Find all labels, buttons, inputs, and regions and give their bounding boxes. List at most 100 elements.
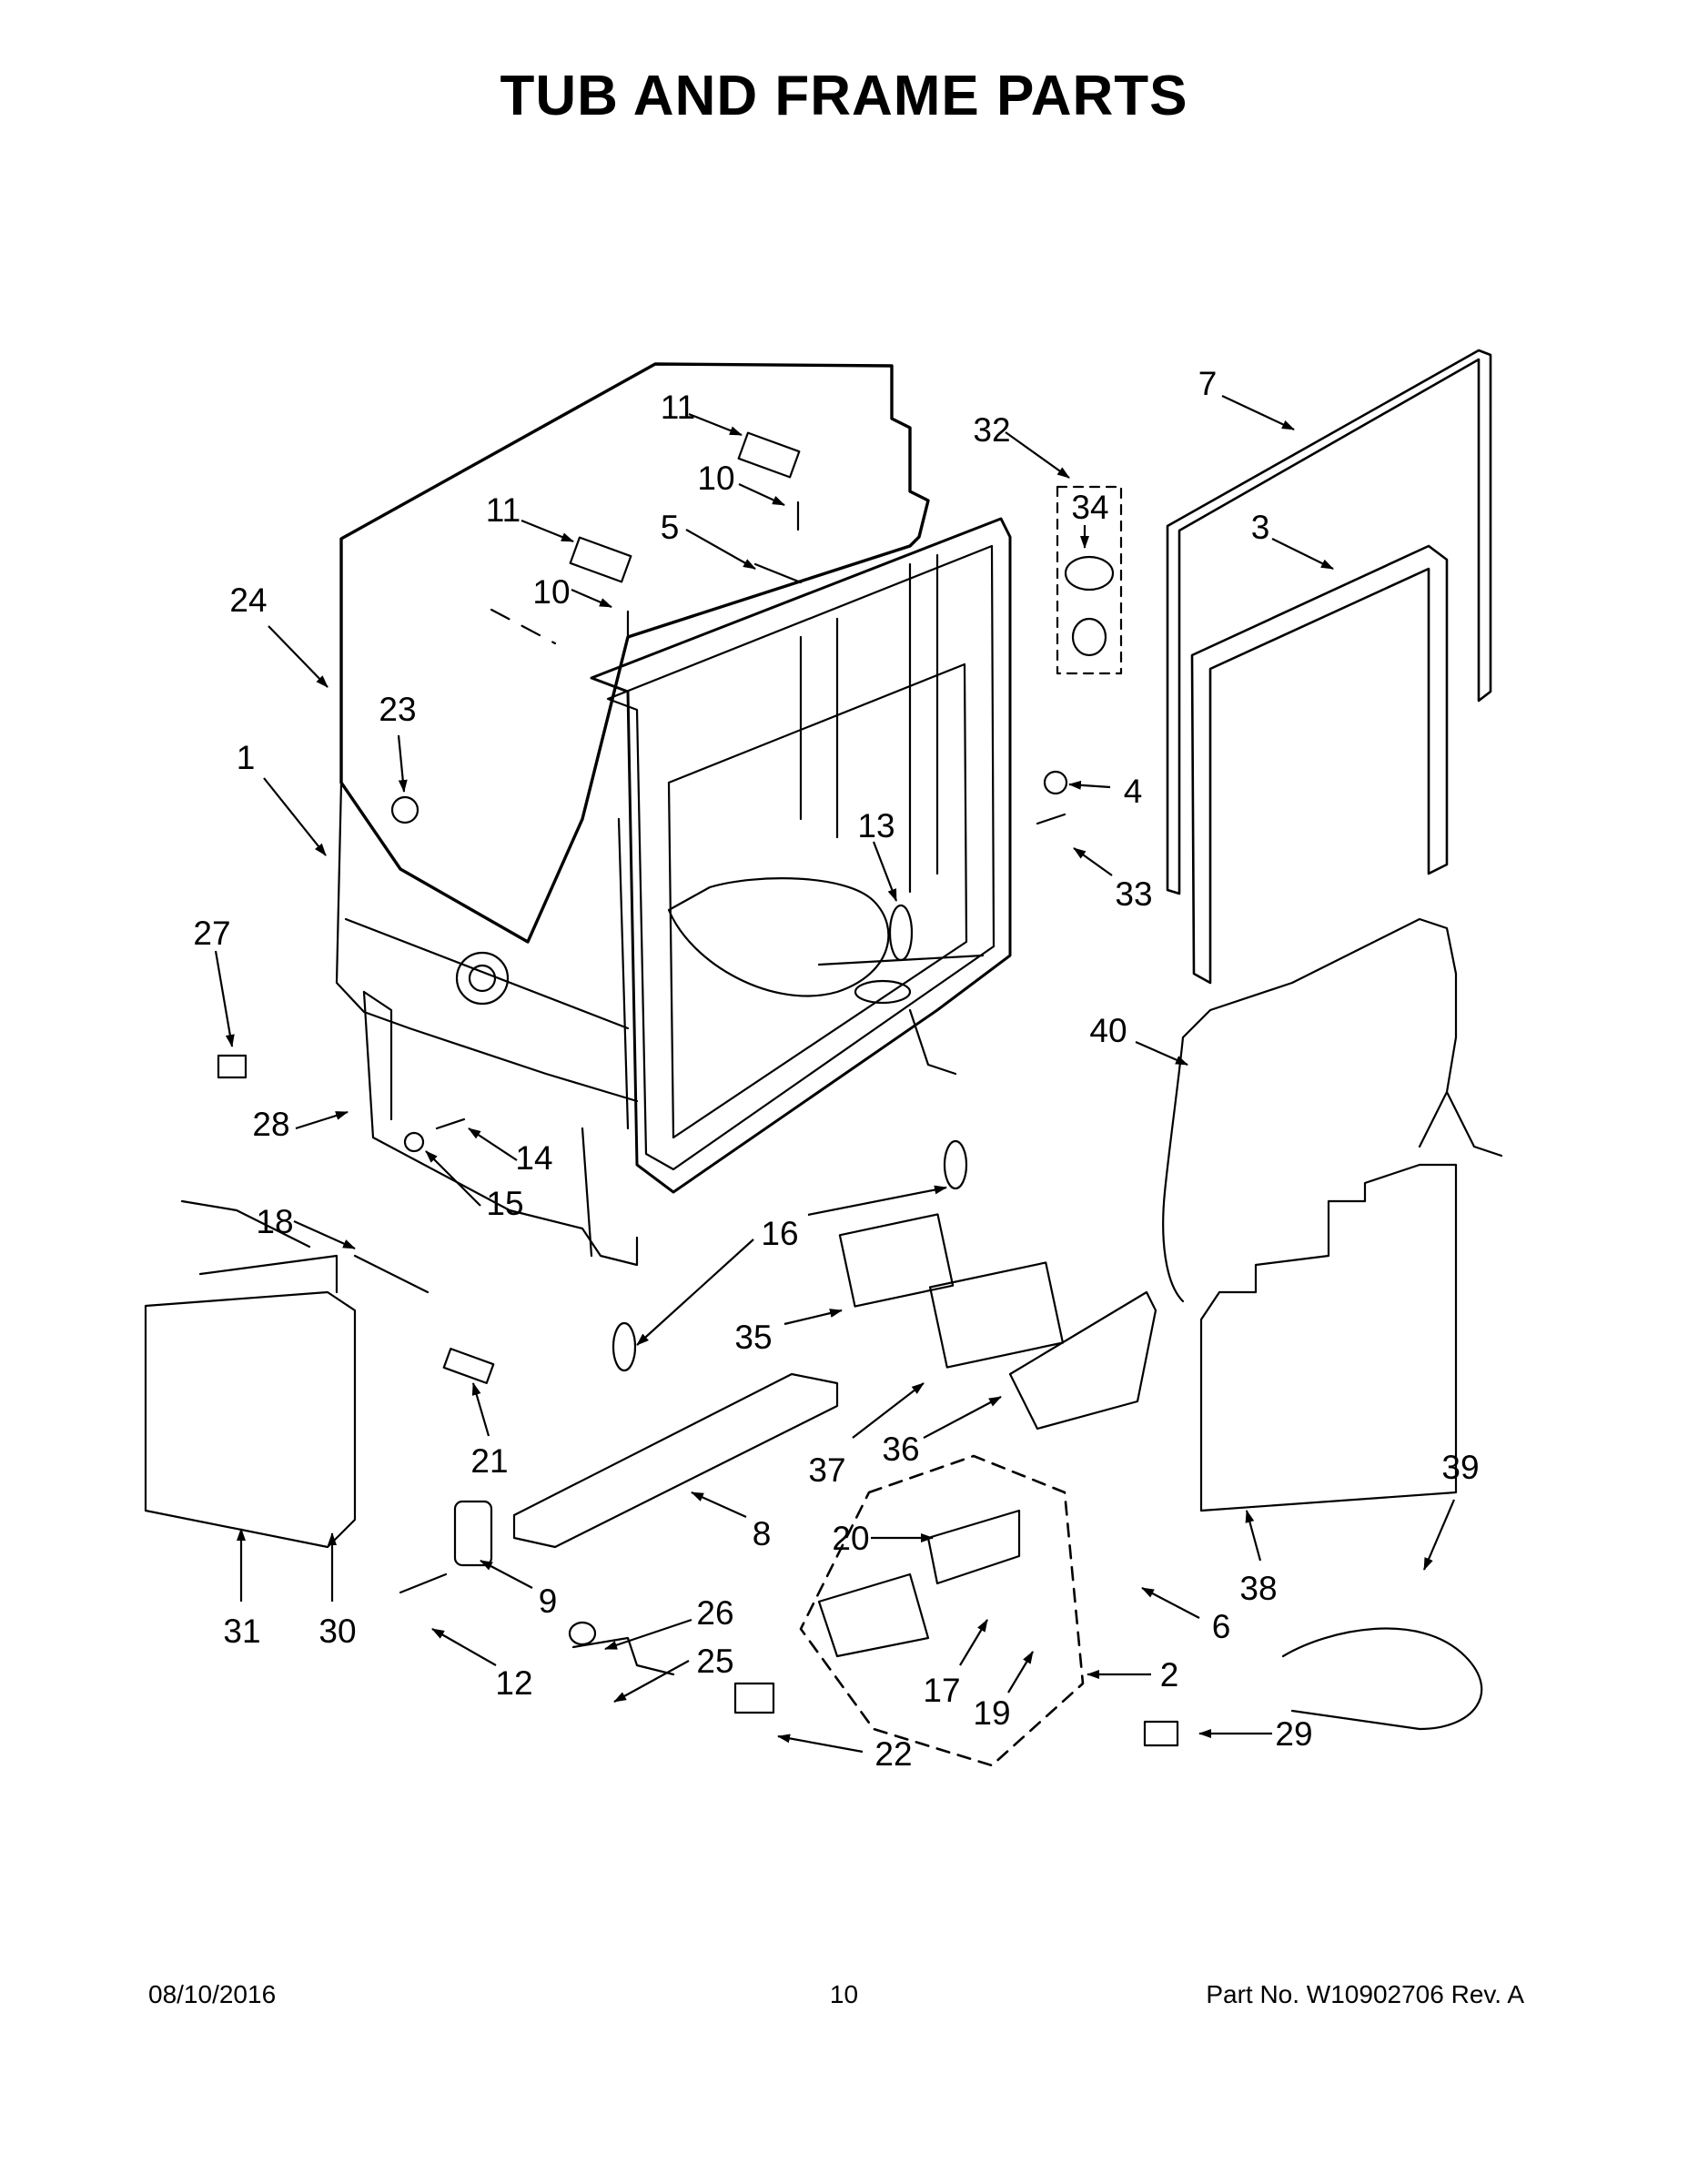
door-gaskets xyxy=(1166,349,1492,985)
leader-11a xyxy=(688,412,743,437)
callout-32: 32 xyxy=(973,411,1010,449)
leader-6 xyxy=(1141,1587,1200,1619)
callout-39: 39 xyxy=(1441,1449,1479,1486)
leader-25 xyxy=(613,1660,690,1703)
control-module-housing xyxy=(838,1213,955,1308)
control-board-cover xyxy=(1008,1290,1157,1431)
callout-7: 7 xyxy=(1198,365,1218,402)
footer-page-number: 10 xyxy=(829,1980,859,2008)
connector xyxy=(733,1682,775,1714)
callout-21: 21 xyxy=(470,1442,508,1480)
leader-35 xyxy=(783,1309,843,1326)
insulation-blanket xyxy=(339,362,930,944)
leader-38 xyxy=(1245,1510,1262,1562)
leader-24 xyxy=(268,625,329,688)
screw-14 xyxy=(435,1117,466,1130)
callout-11b: 11 xyxy=(486,491,521,529)
bracket-5 xyxy=(753,562,803,584)
callout-4: 4 xyxy=(1124,773,1143,810)
cable-clip xyxy=(442,1348,495,1384)
leader-15 xyxy=(425,1150,481,1207)
tub-assembly-drawing xyxy=(335,362,1012,1267)
callout-28: 28 xyxy=(252,1106,289,1143)
foot-bracket xyxy=(217,1054,248,1079)
callout-14: 14 xyxy=(515,1139,552,1177)
leader-33 xyxy=(1073,847,1113,876)
callout-12: 12 xyxy=(495,1664,532,1702)
leader-19 xyxy=(1007,1651,1034,1694)
callout-19: 19 xyxy=(973,1694,1010,1732)
leader-26 xyxy=(604,1618,692,1651)
insulation-block xyxy=(144,1290,357,1549)
callout-2: 2 xyxy=(1160,1656,1179,1694)
leader-13 xyxy=(872,841,898,902)
callout-11a: 11 xyxy=(661,389,695,426)
callout-22: 22 xyxy=(874,1735,912,1773)
callout-29: 29 xyxy=(1275,1715,1312,1753)
leader-7 xyxy=(1221,395,1295,430)
callout-16: 16 xyxy=(761,1215,798,1252)
bracket xyxy=(453,1500,493,1567)
callout-10b: 10 xyxy=(532,573,570,611)
leader-32 xyxy=(1005,431,1070,479)
bushing-15 xyxy=(403,1131,425,1153)
plug-4 xyxy=(1043,770,1068,795)
callout-26: 26 xyxy=(696,1594,733,1632)
callout-37: 37 xyxy=(808,1451,845,1489)
spray-arm-kit-box xyxy=(1056,485,1123,675)
callout-40: 40 xyxy=(1089,1012,1127,1049)
callout-13: 13 xyxy=(857,807,895,844)
leveling-leg-top xyxy=(943,1139,968,1190)
callout-9: 9 xyxy=(539,1582,558,1620)
callout-27: 27 xyxy=(193,915,230,952)
leader-39 xyxy=(1422,1499,1456,1571)
footer-date: 08/10/2016 xyxy=(148,1980,277,2008)
hinge-11a xyxy=(737,431,801,479)
door-cable xyxy=(180,1199,311,1249)
callout-35: 35 xyxy=(734,1319,772,1356)
leader-8 xyxy=(691,1491,747,1519)
callout-15: 15 xyxy=(486,1185,523,1222)
callout-18: 18 xyxy=(256,1203,293,1240)
base-plate xyxy=(512,1372,839,1549)
leader-16b xyxy=(636,1239,754,1346)
sensor-bracket xyxy=(571,1636,675,1676)
wire-harness xyxy=(1162,917,1503,1303)
leader-23 xyxy=(397,734,408,793)
callout-31: 31 xyxy=(223,1613,260,1650)
leader-37 xyxy=(852,1382,925,1439)
screw-12 xyxy=(399,1572,448,1594)
bracket-assembly-box xyxy=(799,1454,1085,1767)
page-title: TUB AND FRAME PARTS xyxy=(500,65,1188,127)
clip-29 xyxy=(1143,1720,1179,1747)
spring xyxy=(353,1254,430,1294)
callout-6: 6 xyxy=(1212,1608,1231,1645)
leader-11b xyxy=(521,519,574,543)
leader-21 xyxy=(471,1382,490,1437)
sensor xyxy=(568,1621,597,1646)
callout-5: 5 xyxy=(661,509,680,546)
leader-1 xyxy=(263,777,327,856)
leader-9 xyxy=(480,1560,533,1589)
leader-28 xyxy=(295,1110,349,1130)
leader-22 xyxy=(777,1734,864,1754)
leader-36 xyxy=(923,1396,1002,1439)
leader-40 xyxy=(1135,1040,1188,1067)
callout-1: 1 xyxy=(237,739,256,776)
tub-front-frame xyxy=(590,517,1012,1194)
control-board xyxy=(928,1261,1065,1369)
leveling-leg-bottom xyxy=(612,1321,637,1372)
leader-10a xyxy=(738,483,785,506)
callout-33: 33 xyxy=(1115,875,1152,913)
callout-30: 30 xyxy=(318,1613,356,1650)
plug-23 xyxy=(390,795,419,824)
leader-5 xyxy=(685,529,756,570)
callout-24: 24 xyxy=(229,581,267,619)
callout-3: 3 xyxy=(1251,509,1270,546)
leader-16a xyxy=(807,1185,947,1217)
callout-38: 38 xyxy=(1239,1570,1277,1607)
callout-17: 17 xyxy=(923,1672,960,1709)
leader-3 xyxy=(1271,538,1334,570)
leader-27 xyxy=(214,950,235,1047)
